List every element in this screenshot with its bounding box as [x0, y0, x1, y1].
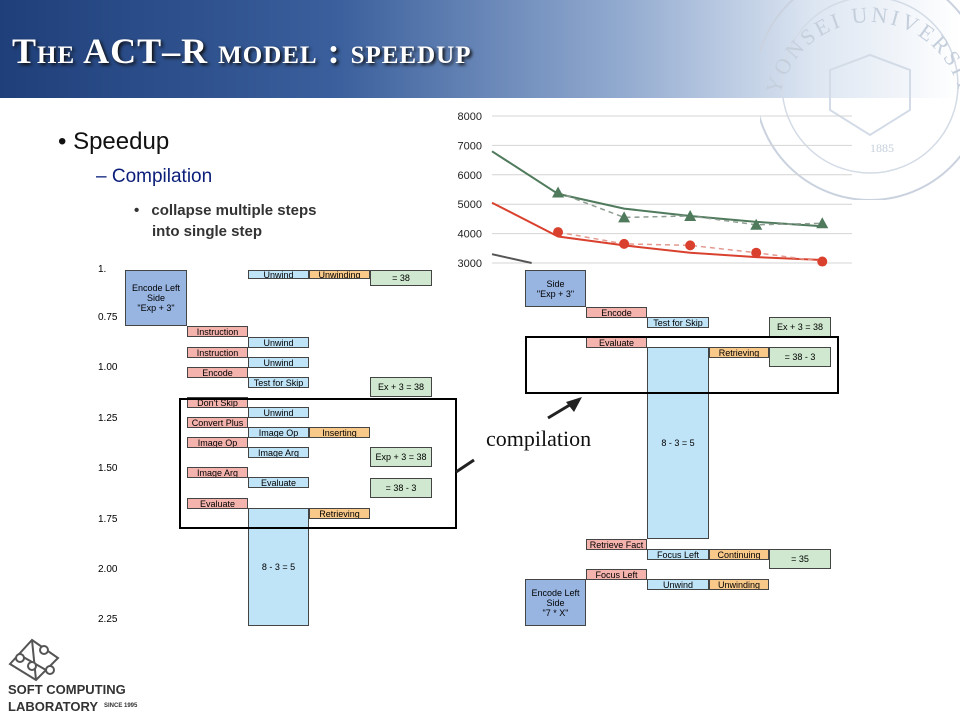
series-line-0 — [491, 150, 823, 228]
bullet-level3: • collapse multiple steps into single st… — [134, 202, 317, 240]
encode-block: Encode — [187, 367, 248, 378]
y-tick-label: 5000 — [458, 199, 482, 211]
data-point-marker — [751, 247, 762, 258]
tick-label: 2.00 — [98, 564, 118, 575]
y-tick-label: 6000 — [458, 170, 482, 182]
lab-logo-icon — [8, 638, 60, 682]
compiled-region-frame — [525, 336, 839, 394]
encode-left-side-block: Side "Exp + 3" — [525, 270, 586, 307]
data-point-marker — [552, 186, 565, 198]
unwind-block: Unwind — [248, 357, 309, 368]
image-arg-block: Image Arg — [248, 447, 309, 458]
compilation-label: compilation — [486, 426, 592, 451]
unwind-block: Unwind — [248, 407, 309, 418]
svg-text:YONSEI UNIVERSITY: YONSEI UNIVERSITY — [760, 0, 960, 97]
unwind-block: Unwind — [248, 337, 309, 348]
data-point-marker — [685, 240, 696, 251]
tick-label: 1.75 — [98, 514, 118, 525]
bullet-level2: – Compilation — [96, 166, 213, 187]
result-block: Exp + 3 = 38 — [370, 447, 432, 467]
test-for-skip-block: Test for Skip — [248, 377, 309, 388]
subtraction-block: 8 - 3 = 5 — [647, 347, 709, 539]
data-point-marker — [553, 227, 564, 238]
tick-label: 1.00 — [98, 362, 118, 373]
image-op-block: Image Op — [248, 427, 309, 438]
unwind-block: Unwind — [647, 579, 709, 590]
instruction-block: Instruction — [187, 347, 248, 358]
inserting-block: Inserting — [309, 427, 370, 438]
data-point-marker — [619, 238, 630, 249]
lab-logo-since: SINCE 1995 — [104, 703, 138, 709]
test-for-skip-block: Test for Skip — [647, 317, 709, 328]
focus-left-block: Focus Left — [586, 569, 647, 580]
result-block: = 38 - 3 — [769, 347, 831, 367]
continuing-block: Continuing — [709, 549, 769, 560]
data-point-marker — [618, 211, 631, 223]
tick-label: 0.75 — [98, 312, 118, 323]
tick-label: 1.50 — [98, 463, 118, 474]
image-op-block: Image Op — [187, 437, 248, 448]
y-tick-label: 8000 — [458, 111, 482, 123]
header-bar — [0, 0, 960, 98]
y-tick-label: 7000 — [458, 140, 482, 152]
result-block: = 38 - 3 — [370, 478, 432, 498]
y-tick-label: 3000 — [458, 258, 482, 270]
bullet-collapse-line2: into single step — [152, 223, 263, 240]
result-block: = 35 — [769, 549, 831, 569]
dont-skip-block: Don't Skip — [187, 397, 248, 408]
seal-text: YONSEI UNIVERSITY — [760, 0, 960, 97]
lab-logo-line1: SOFT COMPUTING — [8, 682, 126, 697]
compilation-arrow — [455, 397, 582, 474]
bullet-level1: • Speedup — [58, 128, 170, 155]
retrieve-fact-block: Retrieve Fact — [586, 539, 647, 550]
bullet-compilation: Compilation — [111, 166, 213, 187]
result-block: Ex + 3 = 38 — [370, 377, 432, 397]
university-seal-watermark: YONSEI UNIVERSITY 1885 — [760, 0, 960, 200]
focus-left-block: Focus Left — [647, 549, 709, 560]
data-point-marker — [816, 217, 829, 229]
data-point-marker — [817, 256, 828, 267]
result-block: = 38 — [370, 270, 432, 286]
y-tick-label: 4000 — [458, 229, 482, 241]
encode-left-side-block: Encode Left Side "7 * X" — [525, 579, 586, 626]
bullet-collapse-line1: collapse multiple steps — [151, 202, 317, 219]
evaluate-block: Evaluate — [248, 477, 309, 488]
data-point-marker — [750, 218, 763, 230]
slide-title: The ACT–R model : speedup — [12, 31, 472, 71]
unwinding-block: Unwinding — [309, 270, 370, 279]
result-block: Ex + 3 = 38 — [769, 317, 831, 337]
bullet-speedup: Speedup — [73, 128, 170, 155]
lab-logo-line2: LABORATORY — [8, 699, 99, 714]
retrieving-block: Retrieving — [309, 508, 370, 519]
retrieving-block: Retrieving — [709, 347, 769, 358]
data-point-marker — [684, 209, 697, 221]
unwinding-block: Unwinding — [709, 579, 769, 590]
image-arg-block: Image Arg — [187, 467, 248, 478]
seal-year: 1885 — [870, 141, 894, 155]
encode-left-side-block: Encode Left Side "Exp + 3" — [125, 270, 187, 326]
speedup-line-chart: 8000 7000 6000 5000 4000 3000 — [458, 111, 852, 270]
encode-block: Encode — [586, 307, 647, 318]
unwind-block: Unwind — [248, 270, 309, 279]
evaluate-block: Evaluate — [187, 498, 248, 509]
tick-label: 1. — [98, 264, 107, 275]
instruction-block: Instruction — [187, 326, 248, 337]
series-line-4 — [491, 253, 532, 264]
tick-label: 1.25 — [98, 413, 118, 424]
tick-label: 2.25 — [98, 614, 118, 625]
compiled-region-frame — [179, 398, 457, 529]
series-line-2 — [491, 201, 823, 262]
convert-plus-block: Convert Plus — [187, 417, 248, 428]
